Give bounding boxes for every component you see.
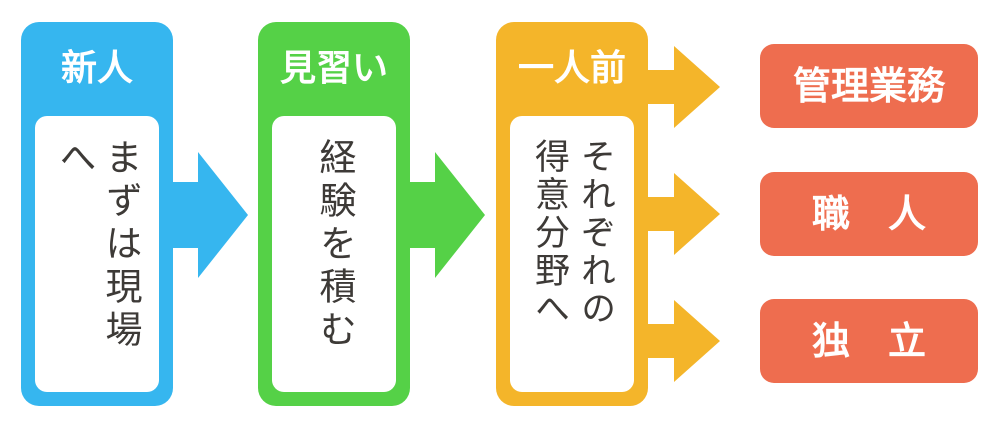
arrow-right-icon: [646, 300, 720, 382]
stage-fullfledged-description: それぞれの 得意分野へ: [528, 138, 616, 328]
stage-apprentice: 見習い 経験を積む: [258, 22, 410, 406]
outcome-independent: 独 立: [760, 299, 978, 383]
stage-apprentice-description: 経験を積む: [313, 138, 356, 353]
stage-newcomer-body: まずは現場へ: [35, 116, 159, 392]
stage-newcomer-description: まずは現場へ: [53, 138, 142, 353]
arrow-right-icon: [172, 152, 248, 278]
stage-fullfledged-body: それぞれの 得意分野へ: [510, 116, 634, 392]
description-line: 得意分野へ: [529, 138, 569, 328]
stage-apprentice-body: 経験を積む: [272, 116, 396, 392]
arrow-right-icon: [409, 152, 485, 278]
stage-fullfledged-title: 一人前: [517, 48, 626, 89]
arrow-right-icon: [646, 173, 720, 255]
stage-apprentice-title: 見習い: [279, 48, 388, 89]
stage-newcomer: 新人 まずは現場へ: [21, 22, 173, 406]
stage-newcomer-title: 新人: [60, 48, 133, 89]
arrow-right-icon: [646, 46, 720, 128]
outcome-management: 管理業務: [760, 44, 978, 128]
outcome-craftsman: 職 人: [760, 172, 978, 256]
stage-fullfledged: 一人前 それぞれの 得意分野へ: [496, 22, 648, 406]
description-line: それぞれの: [575, 138, 615, 328]
